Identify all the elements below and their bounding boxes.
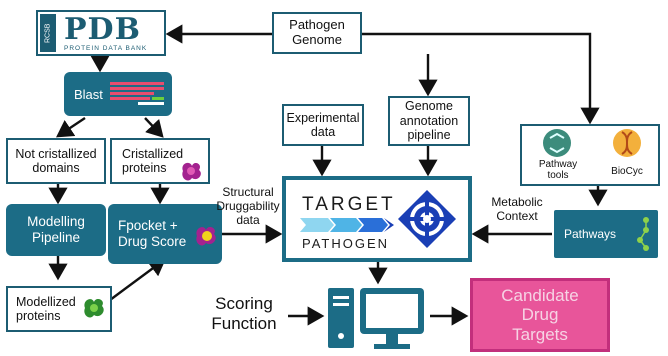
pdb-logo-box: RCSB PDB PROTEIN DATA BANK <box>36 10 166 56</box>
metabolic-line1: Metabolic <box>491 195 543 209</box>
annotation-line1: Genome <box>405 99 453 114</box>
computer-icon <box>328 288 424 349</box>
pdb-logo-text: PDB <box>64 12 141 47</box>
pathway-tools-line2: tools <box>547 170 569 181</box>
target-title: TARGET <box>302 194 396 215</box>
alignment-icon <box>110 82 164 105</box>
target-crosshair-icon <box>398 190 456 248</box>
fpocket-line2: Drug Score <box>118 234 187 249</box>
candidate-line1: Candidate <box>501 285 579 305</box>
cristallized-line2: proteins <box>122 161 167 175</box>
candidate-line2: Drug <box>521 305 559 325</box>
modellized-line2: proteins <box>16 309 61 323</box>
structural-line3: data <box>236 212 260 227</box>
pathogen-genome-line2: Genome <box>292 32 342 47</box>
model-protein-icon <box>84 299 104 318</box>
fpocket-line1: Fpocket + <box>118 217 178 233</box>
modelling-line2: Pipeline <box>31 230 81 245</box>
pathway-tools-line1: Pathway <box>538 159 578 170</box>
pdb-logo-subtext: PROTEIN DATA BANK <box>64 45 148 52</box>
genome-annotation-node: Genome annotation pipeline <box>388 96 470 146</box>
modelling-line1: Modelling <box>27 213 85 229</box>
blast-node: Blast <box>64 72 172 116</box>
pathogen-genome-line1: Pathogen <box>289 17 345 33</box>
fpocket-node: Fpocket + Drug Score <box>108 204 222 264</box>
network-graph-icon <box>637 217 649 251</box>
scoring-line1: Scoring <box>215 294 273 313</box>
target-subtitle: PATHOGEN <box>302 236 390 251</box>
structural-line1: Structural <box>222 185 274 199</box>
structural-druggability-label: Structural Druggability data <box>210 185 286 227</box>
annotation-line3: pipeline <box>407 128 451 143</box>
structural-line2: Druggability <box>216 198 280 213</box>
arrow-blast-to-crist <box>144 117 164 138</box>
target-pathogen-node: TARGET PATHOGEN <box>282 176 472 262</box>
experimental-line2: data <box>310 125 336 139</box>
pathogen-genome-node: Pathogen Genome <box>272 12 362 54</box>
rcsb-side-label: RCSB <box>40 14 56 52</box>
protein-icon <box>182 162 201 181</box>
scoring-line2: Function <box>211 314 277 334</box>
arrow-modellized-to-fpocket <box>109 258 166 301</box>
arrow-blast-to-notcrist <box>56 117 86 138</box>
biocyc-label: BioCyc <box>611 166 643 177</box>
not-cristallized-line2: domains <box>32 161 80 175</box>
cristallized-line1: Cristallized <box>122 146 184 161</box>
modellized-node: Modellized proteins <box>6 286 112 332</box>
candidate-line3: Targets <box>512 324 568 344</box>
metabolic-context-label: Metabolic Context <box>482 195 552 224</box>
pathway-tools-biocyc-node: Pathway tools BioCyc <box>520 124 660 186</box>
pathway-tools-label: Pathway tools <box>530 159 586 181</box>
modelling-pipeline-node: Modelling Pipeline <box>6 204 106 256</box>
experimental-line1: Experimental <box>286 110 360 125</box>
pathway-tools-icon <box>543 129 571 157</box>
annotation-line2: annotation <box>399 113 459 128</box>
scoring-function-label: Scoring Function <box>200 294 288 335</box>
modellized-line1: Modellized <box>16 294 76 309</box>
pathways-label: Pathways <box>564 227 617 241</box>
pathways-node: Pathways <box>554 210 658 258</box>
chevron-bar-icon <box>300 218 394 232</box>
cristallized-node: Cristallized proteins <box>110 138 210 184</box>
pocket-protein-icon <box>196 227 216 246</box>
blast-label: Blast <box>74 86 103 102</box>
not-cristallized-line1: Not cristallized <box>15 146 97 161</box>
arrow-genome-to-pathwaytools <box>362 32 600 125</box>
metabolic-line2: Context <box>496 208 538 223</box>
biocyc-dna-icon <box>613 129 641 157</box>
not-cristallized-node: Not cristallized domains <box>6 138 106 184</box>
experimental-data-node: Experimental data <box>282 104 364 146</box>
candidate-drug-targets-node: Candidate Drug Targets <box>470 278 610 352</box>
